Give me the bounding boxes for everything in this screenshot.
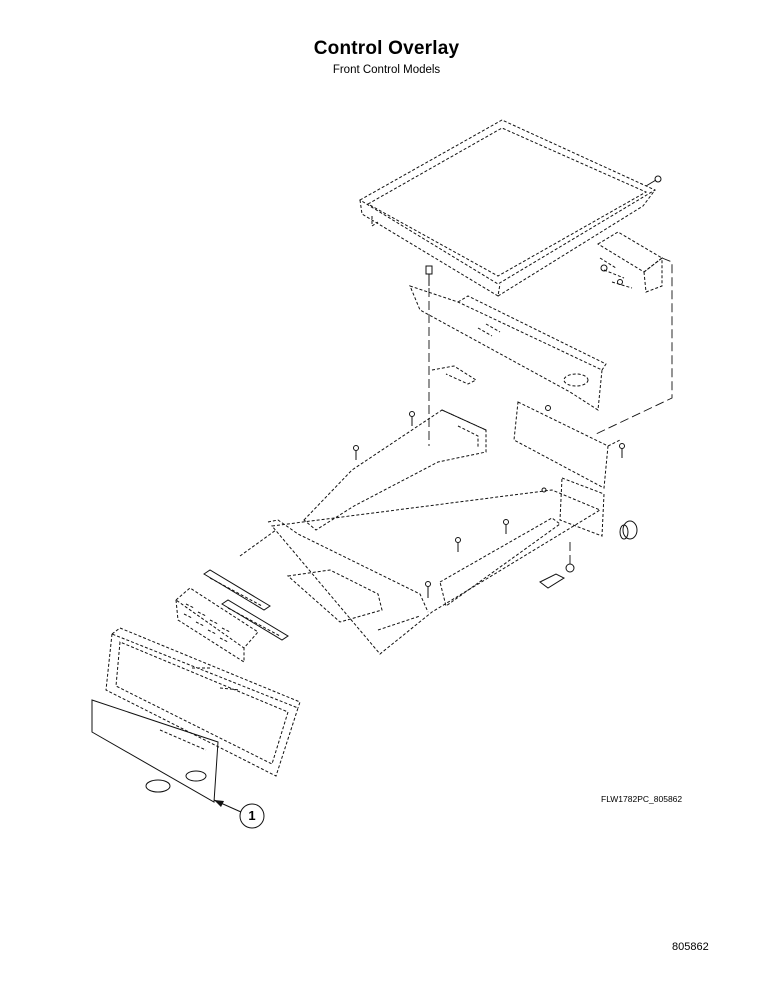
cover-screw-part [645,175,662,187]
control-overlay-part [91,699,219,803]
housing-screw-part [425,519,509,598]
console-screw-part [425,265,433,286]
front-bezel-part [105,627,301,777]
console-panel-part [409,285,607,411]
membrane-strip-part [203,569,289,641]
callout-leader [213,799,265,829]
rotary-switch-part [539,540,575,589]
control-housing-part [239,489,602,655]
right-side-bracket-part [513,401,621,537]
bracket-leader-line [595,257,673,435]
left-side-rail-part [303,409,487,531]
page-title: Control Overlay [313,38,460,59]
control-knob-part [619,520,638,540]
drawing-id: FLW1782PC_805862 [601,794,683,804]
page-number: 805862 [672,941,709,953]
hinge-clip-part [431,365,478,385]
keypad-board-part [175,587,259,663]
page-subtitle: Front Control Models [332,64,441,76]
top-cover-part [359,119,657,297]
rail-screw-part [353,411,415,460]
callout-number-1: 1 [248,808,256,823]
control-bracket-part [597,231,663,293]
bracket-screw-part [545,405,625,458]
